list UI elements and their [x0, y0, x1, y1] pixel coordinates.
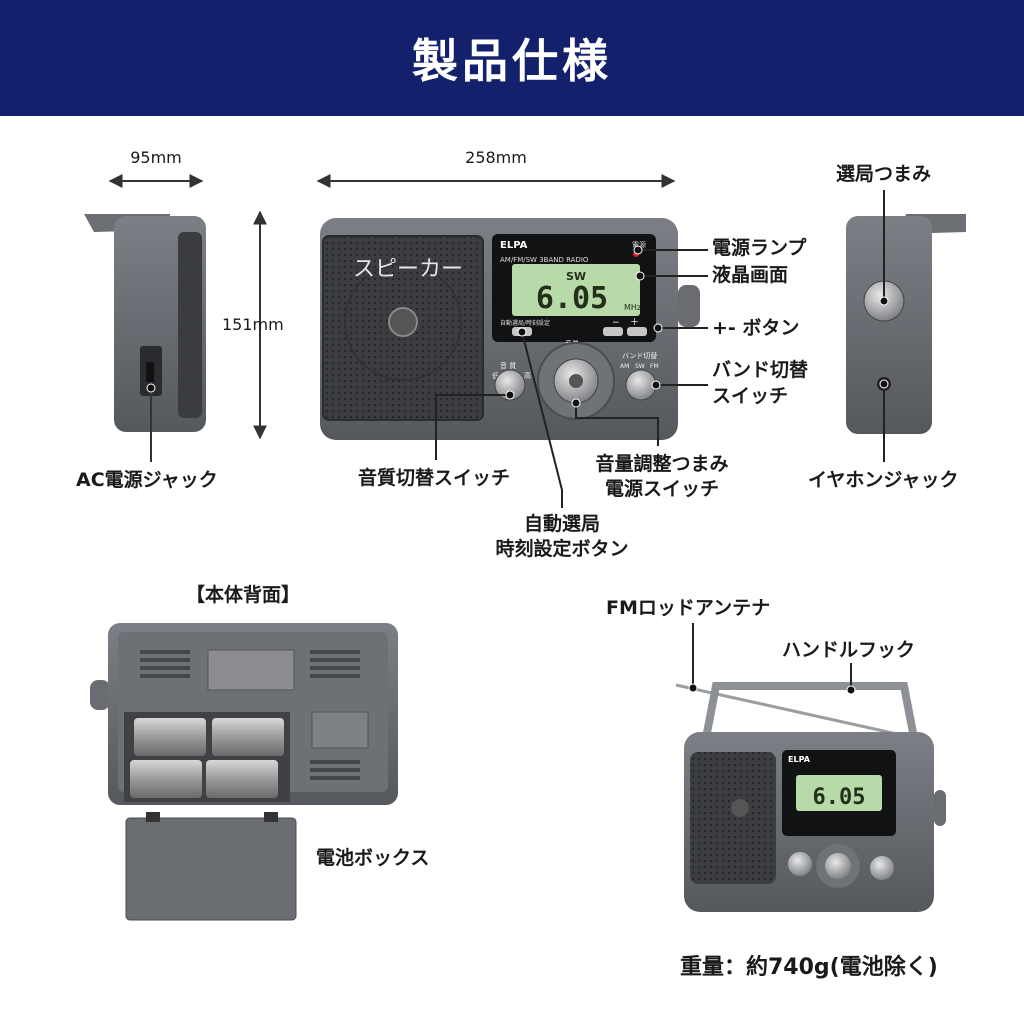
tone-switch-label: 音質切替スイッチ [358, 467, 511, 489]
power-lamp-label: 電源ランプ [712, 237, 807, 259]
power-text: 電源 [632, 240, 646, 249]
auto-tune-label-1: 自動選局 [523, 513, 600, 535]
depth-dimension: 95mm [130, 148, 182, 167]
plus-text: ＋ [630, 317, 639, 328]
volume-label-1: 音量調整つまみ [595, 453, 729, 475]
perspective-radio: ELPA 6.05 [675, 623, 946, 912]
band-switch-label-2: スイッチ [712, 385, 789, 407]
header-banner: 製品仕様 [0, 0, 1024, 116]
back-title: 【本体背面】 [186, 584, 301, 606]
width-dimension: 258mm [465, 148, 527, 167]
perspective-frequency: 6.05 [813, 785, 866, 810]
tuning-knob-label: 選局つまみ [836, 163, 932, 185]
weight-text: 重量：約740g(電池除く) [680, 955, 938, 980]
auto-button-text: 自動選局/時刻設定 [500, 319, 550, 327]
back-view-radio [90, 623, 398, 921]
antenna-label: FMロッドアンテナ [606, 597, 771, 619]
dimension-arrows [108, 174, 676, 440]
unit-text: MHz [624, 303, 641, 312]
band-switch-text: バンド切替 [622, 351, 657, 360]
minus-button [603, 327, 623, 336]
height-dimension: 151mm [222, 315, 284, 334]
plus-button [627, 327, 647, 336]
page-title: 製品仕様 [412, 34, 612, 88]
battery-cover [125, 817, 297, 921]
battery-box-label: 電池ボックス [316, 847, 430, 869]
lcd-label: 液晶画面 [712, 264, 789, 286]
volume-label-2: 電源スイッチ [604, 478, 719, 500]
speaker-label: スピーカー [353, 257, 463, 282]
minus-text: − [612, 318, 620, 328]
earphone-jack-label: イヤホンジャック [808, 469, 959, 491]
tone-high-text: 高 [524, 371, 531, 380]
band-am-text: AM [620, 363, 629, 370]
ac-jack-label: AC電源ジャック [76, 469, 218, 491]
model-line: AM/FM/SW 3BAND RADIO [500, 256, 589, 264]
handle-label: ハンドルフック [782, 639, 916, 661]
auto-tune-label-2: 時刻設定ボタン [495, 538, 629, 560]
frequency-readout: 6.05 [536, 281, 608, 316]
brand-logo: ELPA [500, 240, 528, 251]
side-view-left [84, 214, 206, 462]
band-switch-label-1: バンド切替 [712, 359, 808, 381]
perspective-brand: ELPA [788, 755, 811, 764]
side-view-right [846, 190, 966, 462]
plus-minus-label: +- ボタン [712, 317, 800, 339]
band-fm-text: FM [650, 363, 659, 370]
band-sw-text: SW [635, 363, 645, 370]
tone-knob [494, 369, 526, 401]
band-indicator: SW [566, 270, 586, 283]
tone-knob-text: 音 質 [500, 361, 516, 370]
callout-lines [435, 249, 708, 508]
front-view-radio: スピーカー ELPA AM/FM/SW 3BAND RADIO 電源 SW 6.… [320, 218, 700, 440]
tone-low-text: 低 [492, 371, 499, 380]
